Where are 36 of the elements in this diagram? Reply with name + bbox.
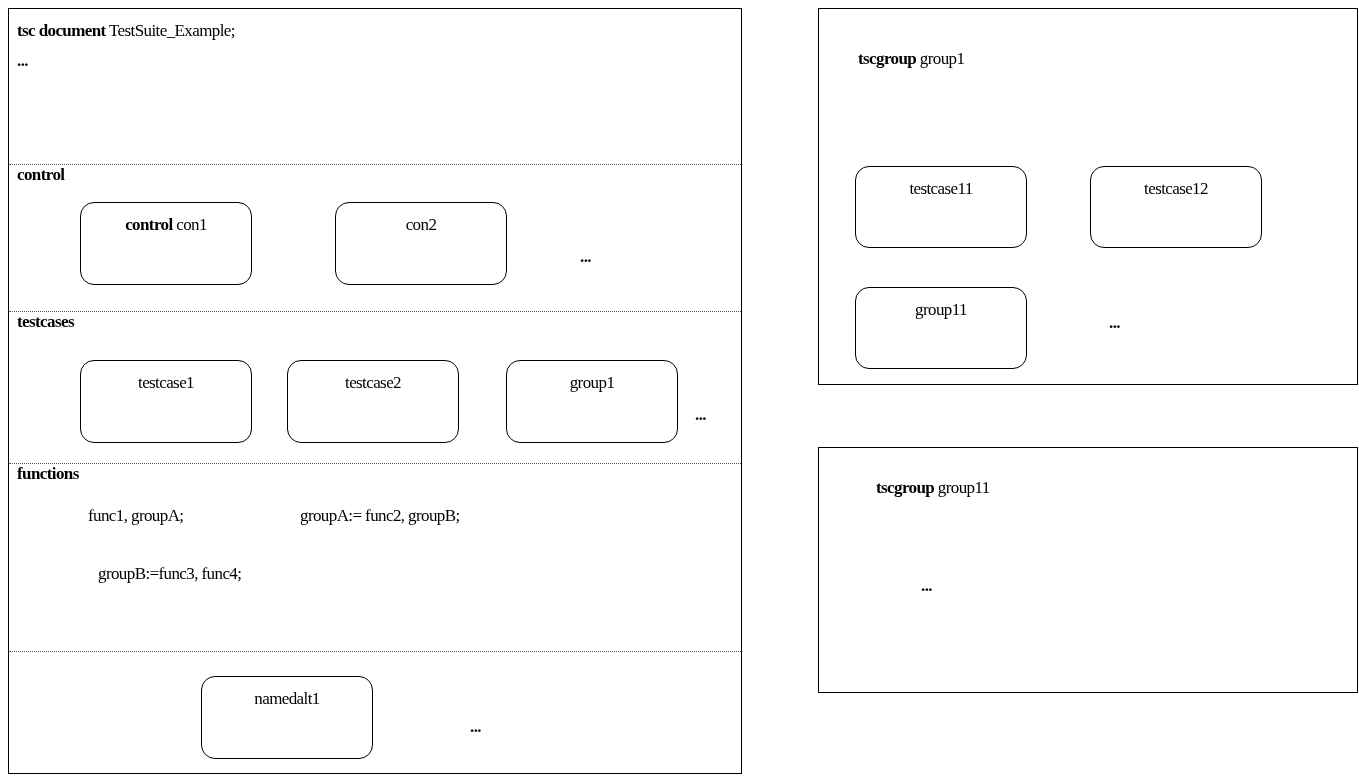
document-heading: tsc document TestSuite_Example; bbox=[17, 21, 235, 41]
box-label: group11 bbox=[915, 300, 967, 320]
rounded-box bbox=[287, 360, 459, 443]
section-heading: functions bbox=[17, 464, 79, 484]
rounded-box bbox=[80, 202, 252, 285]
section-heading: control bbox=[17, 165, 65, 185]
box-label: con2 bbox=[405, 215, 437, 235]
group-heading: tscgroup group11 bbox=[876, 478, 990, 498]
box-label: control con1 bbox=[125, 215, 207, 235]
ellipsis: ... bbox=[1109, 313, 1120, 333]
ellipsis: ... bbox=[921, 576, 932, 596]
box-label: testcase11 bbox=[909, 179, 973, 199]
rounded-box bbox=[855, 166, 1027, 248]
rounded-box bbox=[1090, 166, 1262, 248]
document-frame bbox=[8, 8, 742, 774]
box-label: testcase2 bbox=[345, 373, 401, 393]
group-frame bbox=[818, 447, 1358, 693]
section-heading: testcases bbox=[17, 312, 74, 332]
ellipsis: ... bbox=[17, 51, 28, 71]
box-label: testcase12 bbox=[1144, 179, 1208, 199]
group-frame bbox=[818, 8, 1358, 385]
box-label: testcase1 bbox=[138, 373, 194, 393]
code-line: func1, groupA; bbox=[88, 506, 184, 526]
code-line: groupA:= func2, groupB; bbox=[300, 506, 460, 526]
rounded-box bbox=[201, 676, 373, 759]
rounded-box bbox=[80, 360, 252, 443]
rounded-box bbox=[506, 360, 678, 443]
code-line: groupB:=func3, func4; bbox=[98, 564, 242, 584]
group-heading: tscgroup group1 bbox=[858, 49, 965, 69]
ellipsis: ... bbox=[580, 247, 591, 267]
ellipsis: ... bbox=[695, 405, 706, 425]
rounded-box bbox=[855, 287, 1027, 369]
ellipsis: ... bbox=[470, 717, 481, 737]
box-label: group1 bbox=[569, 373, 615, 393]
box-label: namedalt1 bbox=[254, 689, 320, 709]
rounded-box bbox=[335, 202, 507, 285]
